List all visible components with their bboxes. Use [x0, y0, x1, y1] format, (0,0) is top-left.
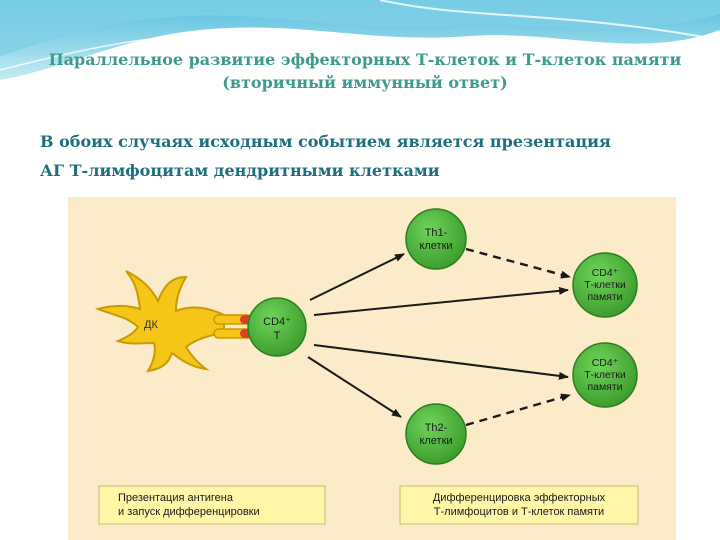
arrow-cd4-to-memory-top — [313, 286, 569, 316]
th2-cell: Th2- клетки — [405, 403, 467, 465]
th1-cell-label-1: Th1- — [425, 227, 448, 239]
header-wave-decoration — [0, 0, 720, 80]
caption-differentiation-line-2: Т-лимфоцитов и Т-клеток памяти — [434, 506, 604, 518]
cd4-t-cell-label-1: CD4⁺ — [263, 316, 291, 328]
caption-box-differentiation: Дифференцировка эффекторных Т-лимфоцитов… — [399, 485, 639, 525]
arrow-cd4-to-th1 — [309, 253, 405, 301]
caption-differentiation-line-1: Дифференцировка эффекторных — [433, 492, 606, 504]
arrow-cd4-to-th2 — [307, 356, 402, 418]
dc-label: ДК — [144, 319, 158, 331]
slide-title-line-1: Параллельное развитие эффекторных Т-клет… — [48, 50, 682, 69]
slide-title: Параллельное развитие эффекторных Т-клет… — [20, 48, 710, 94]
memory-bottom-label-1: CD4⁺ — [592, 357, 619, 369]
th1-cell: Th1- клетки — [405, 208, 467, 270]
caption-presentation-line-1: Презентация антигена — [118, 492, 234, 504]
memory-top-label-2: Т-клетки — [584, 279, 626, 291]
th1-cell-label-2: клетки — [419, 240, 452, 252]
memory-bottom-label-2: Т-клетки — [584, 369, 626, 381]
th2-cell-label-1: Th2- — [425, 422, 448, 434]
slide-subtitle-line-2: АГ Т-лимфоцитам дендритными клетками — [40, 161, 440, 180]
cd4-t-cell-label-2: Т — [274, 330, 281, 342]
slide-title-line-2: (вторичный иммунный ответ) — [222, 73, 508, 92]
memory-top-label-1: CD4⁺ — [592, 267, 619, 279]
memory-top-label-3: памяти — [587, 291, 622, 303]
th2-cell-label-2: клетки — [419, 435, 452, 447]
caption-box-presentation: Презентация антигена и запуск дифференци… — [98, 485, 326, 525]
t-cell-differentiation-diagram: ДК CD4⁺ Т Th1- клетки Th2- клетки CD4⁺ Т… — [68, 197, 676, 540]
memory-t-cell-bottom: CD4⁺ Т-клетки памяти — [572, 342, 638, 408]
slide-subtitle-line-1: В обоих случаях исходным событием являет… — [40, 132, 611, 151]
memory-bottom-label-3: памяти — [587, 381, 622, 393]
dashed-arrow-th1-to-memory — [465, 247, 571, 279]
arrow-cd4-to-memory-bottom — [313, 344, 569, 380]
slide-subtitle: В обоих случаях исходным событием являет… — [40, 127, 700, 185]
cd4-t-cell: CD4⁺ Т — [247, 297, 307, 357]
memory-t-cell-top: CD4⁺ Т-клетки памяти — [572, 252, 638, 318]
dashed-arrow-th2-to-memory — [465, 393, 571, 427]
caption-presentation-line-2: и запуск дифференцировки — [118, 506, 260, 518]
